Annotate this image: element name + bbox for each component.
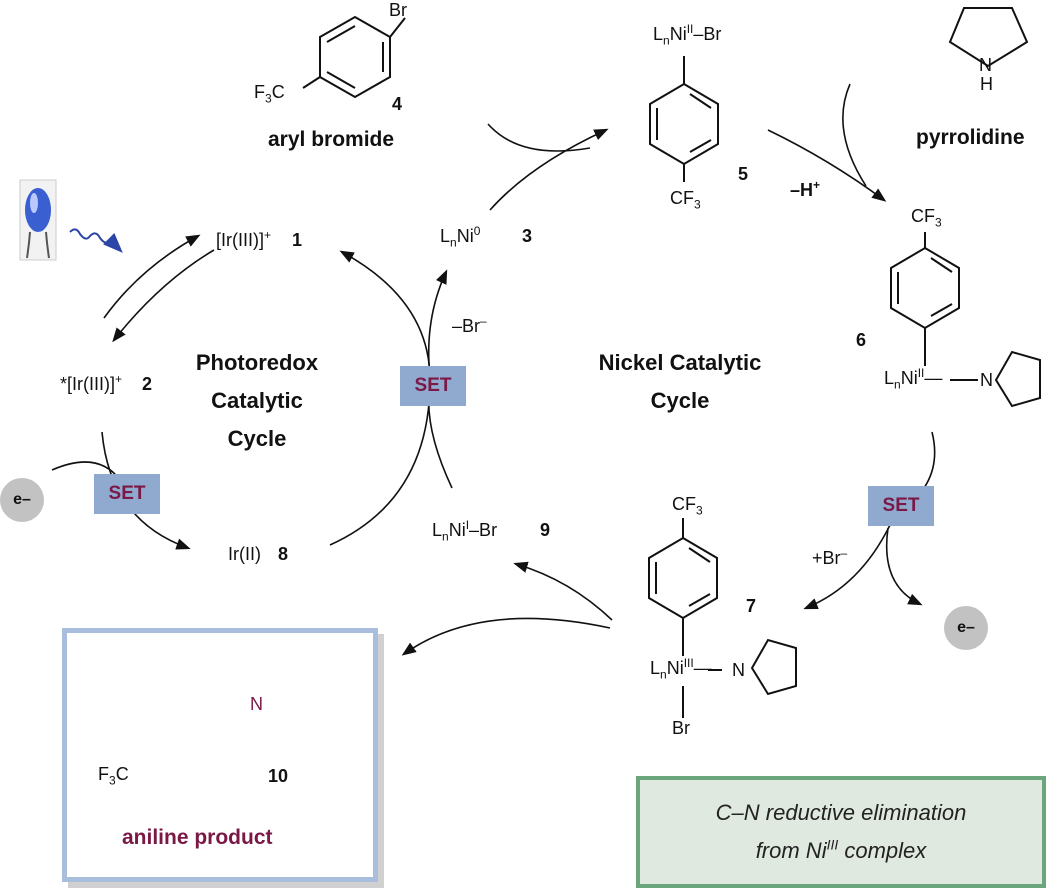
cf3-substituent-label: F3C [254, 82, 285, 106]
note-line-2: from NiIII complex [755, 836, 927, 863]
compound-9-number: 9 [540, 520, 551, 540]
compound-7-structure [648, 518, 797, 718]
compound-5-number: 5 [738, 164, 749, 184]
electron-released-icon: e– [944, 606, 988, 650]
compound-1-number: 1 [292, 230, 303, 250]
aniline-product-label: aniline product [122, 826, 273, 849]
compound-2-label: *[Ir(III)]+ [60, 372, 123, 394]
pyrrolidine-structure [948, 7, 1029, 68]
light-wave-arrow [69, 228, 123, 253]
note-line-1: C–N reductive elimination [715, 800, 967, 825]
pyrrolidine-label: pyrrolidine [916, 126, 1025, 149]
aryl-bromide-structure [302, 15, 406, 99]
compound-10-number: 10 [268, 766, 289, 786]
compound-7-cf3-label: CF3 [672, 494, 703, 518]
led-light-icon [19, 179, 57, 261]
electron-donor-icon: e– [0, 478, 44, 522]
compound-7-n-atom: N [732, 660, 745, 680]
compound-6-structure [890, 232, 1041, 408]
deprotonation-step-label: –H+ [790, 178, 821, 200]
aniline-product-box [62, 628, 378, 882]
compound-8-label: Ir(II) [228, 544, 261, 564]
set-badge-reduction: SET [94, 474, 160, 514]
compound-2-number: 2 [142, 374, 153, 394]
set-badge-photoredox: SET [400, 366, 466, 406]
compound-5-cf3-label: CF3 [670, 188, 701, 212]
bromine-atom-label: Br [389, 0, 407, 20]
bromide-loss-label: –Br– [452, 314, 487, 336]
compound-6-number: 6 [856, 330, 867, 350]
compound-1-label: [Ir(III)]+ [216, 228, 272, 250]
compound-6-nickel-label: LnNiII— [884, 366, 943, 392]
compound-10-n-atom: N [250, 694, 263, 714]
compound-3-label: LnNi0 [440, 224, 481, 250]
aryl-bromide-label: aryl bromide [268, 128, 395, 151]
compound-5-structure [649, 56, 719, 182]
compound-4-number: 4 [392, 94, 403, 114]
bromide-addition-label: +Br– [812, 546, 848, 568]
compound-5-nickel-label: LnNiII–Br [653, 22, 722, 48]
compound-7-bromine-label: Br [672, 718, 690, 738]
compound-6-cf3-label: CF3 [911, 206, 942, 230]
nickel-cycle-title: Nickel Catalytic Cycle [598, 350, 762, 413]
compound-7-number: 7 [746, 596, 757, 616]
compound-10-cf3-label: F3C [98, 764, 129, 788]
compound-9-label: LnNiI–Br [432, 518, 498, 544]
compound-8-number: 8 [278, 544, 289, 564]
reductive-elimination-note: C–N reductive elimination from NiIII com… [636, 776, 1046, 888]
pyrrolidine-h-atom: H [980, 74, 993, 94]
compound-6-n-atom: N [980, 370, 993, 390]
pyrrolidine-n-atom: N [979, 55, 992, 75]
compound-7-nickel-label: LnNiIII— [650, 656, 712, 682]
compound-3-number: 3 [522, 226, 533, 246]
photoredox-cycle-title: Photoredox Catalytic Cycle [195, 350, 319, 451]
set-badge-nickel: SET [868, 486, 934, 526]
